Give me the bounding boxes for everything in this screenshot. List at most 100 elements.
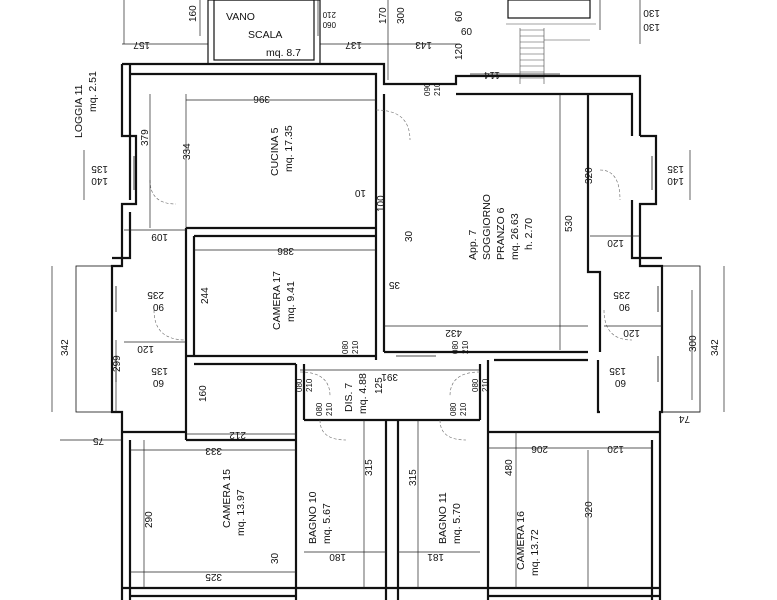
dim-60-r: 60 bbox=[614, 377, 626, 388]
dim-391: 391 bbox=[381, 371, 398, 382]
dim-10: 10 bbox=[354, 187, 366, 198]
soggiorno-name2: PRANZO 6 bbox=[495, 207, 507, 260]
soggiorno-app: App. 7 bbox=[467, 229, 479, 260]
dim-210-a: 210 bbox=[322, 10, 336, 19]
dim-080-f: 080 bbox=[449, 402, 458, 416]
bagno11-area: mq. 5.70 bbox=[451, 503, 463, 544]
dim-30-a: 30 bbox=[404, 230, 415, 242]
loggia11-area: mq. 2.51 bbox=[87, 71, 99, 112]
windows bbox=[75, 156, 701, 589]
dim-325: 325 bbox=[205, 571, 222, 582]
dim-60-top: 60 bbox=[454, 10, 465, 22]
vano-label: VANO bbox=[226, 11, 255, 23]
vano-area: mq. 8.7 bbox=[266, 47, 301, 59]
dim-120-top: 120 bbox=[454, 43, 465, 60]
bagno10-area: mq. 5.67 bbox=[321, 503, 333, 544]
dim-300-top: 300 bbox=[396, 7, 407, 24]
top-area: VANO SCALA mq. 8.7 157 160 210 060 137 1… bbox=[122, 0, 660, 96]
camera15-area: mq. 13.97 bbox=[235, 489, 247, 536]
dim-180: 180 bbox=[329, 551, 346, 562]
camera16-area: mq. 13.72 bbox=[529, 529, 541, 576]
dim-140-l: 140 bbox=[91, 175, 108, 186]
dimension-labels: 396 379 334 135 140 10 100 109 30 386 35… bbox=[60, 93, 721, 582]
dimension-lines bbox=[51, 94, 725, 588]
dim-135-r2: 135 bbox=[609, 365, 626, 376]
dim-432: 432 bbox=[445, 327, 462, 338]
scala-label: SCALA bbox=[248, 29, 282, 41]
dim-320-b: 320 bbox=[584, 501, 595, 518]
bagno10-name: BAGNO 10 bbox=[307, 491, 319, 544]
dim-480: 480 bbox=[504, 459, 515, 476]
soggiorno-name1: SOGGIORNO bbox=[481, 194, 493, 260]
dim-181: 181 bbox=[427, 551, 444, 562]
dim-212: 212 bbox=[229, 429, 246, 440]
dim-140-r: 140 bbox=[667, 175, 684, 186]
walls bbox=[110, 62, 664, 600]
dis7-name: DIS. 7 bbox=[343, 383, 355, 412]
dim-334: 334 bbox=[182, 143, 193, 160]
dim-333: 333 bbox=[205, 445, 222, 456]
dim-342-r: 342 bbox=[710, 339, 721, 356]
dim-130-b: 130 bbox=[643, 21, 660, 32]
camera17-name: CAMERA 17 bbox=[271, 271, 283, 330]
dim-080-a: 080 bbox=[341, 340, 350, 354]
dim-30-b: 30 bbox=[270, 552, 281, 564]
dim-244: 244 bbox=[200, 287, 211, 304]
dim-210-c: 210 bbox=[351, 340, 360, 354]
dim-120-r2: 120 bbox=[623, 327, 640, 338]
dis7-area: mq. 4.88 bbox=[357, 373, 369, 414]
dim-09: 09 bbox=[460, 25, 472, 36]
dim-35: 35 bbox=[388, 279, 400, 290]
soggiorno-height: h. 2.70 bbox=[523, 218, 535, 250]
bagno11-name: BAGNO 11 bbox=[437, 492, 449, 544]
dim-90-l: 90 bbox=[152, 301, 164, 312]
dim-210-d: 210 bbox=[461, 340, 470, 354]
dim-157: 157 bbox=[133, 39, 150, 50]
camera16-name: CAMERA 16 bbox=[515, 511, 527, 570]
dim-100: 100 bbox=[376, 195, 387, 212]
dim-315-b: 315 bbox=[408, 469, 419, 486]
dim-120-r3: 120 bbox=[607, 443, 624, 454]
dim-135-r: 135 bbox=[667, 163, 684, 174]
dim-120-l: 120 bbox=[137, 343, 154, 354]
dim-235-r: 235 bbox=[613, 289, 630, 300]
camera15-name: CAMERA 15 bbox=[221, 469, 233, 528]
dim-120-r1: 120 bbox=[607, 237, 624, 248]
dim-210-f: 210 bbox=[481, 378, 490, 392]
dim-080-e: 080 bbox=[315, 402, 324, 416]
dim-160-top: 160 bbox=[188, 5, 199, 22]
dim-080-c: 080 bbox=[295, 378, 304, 392]
dim-130-a: 130 bbox=[643, 7, 660, 18]
room-labels: LOGGIA 11 mq. 2.51 CUCINA 5 mq. 17.35 Ap… bbox=[73, 71, 541, 576]
dim-74: 74 bbox=[678, 413, 690, 424]
stair-steps bbox=[506, 0, 596, 84]
dim-210-b: 210 bbox=[433, 82, 442, 96]
dim-060-a: 060 bbox=[322, 20, 336, 29]
dim-210-e: 210 bbox=[305, 378, 314, 392]
dim-090-a: 090 bbox=[423, 82, 432, 96]
dim-210-h: 210 bbox=[459, 402, 468, 416]
dim-160-mid: 160 bbox=[198, 385, 209, 402]
dim-135-l2: 135 bbox=[151, 365, 168, 376]
vano-scala-box bbox=[213, 0, 315, 61]
dim-386: 386 bbox=[277, 245, 294, 256]
dim-135-l: 135 bbox=[91, 163, 108, 174]
soggiorno-area: mq. 26.63 bbox=[509, 213, 521, 260]
dim-109: 109 bbox=[151, 231, 168, 242]
dim-206: 206 bbox=[531, 443, 548, 454]
dim-210-g: 210 bbox=[325, 402, 334, 416]
dim-290: 290 bbox=[144, 511, 155, 528]
cucina5-area: mq. 17.35 bbox=[283, 125, 295, 172]
dim-170: 170 bbox=[378, 7, 389, 24]
dim-530: 530 bbox=[564, 215, 575, 232]
loggia11-name: LOGGIA 11 bbox=[73, 84, 85, 138]
doors bbox=[149, 109, 633, 441]
dim-143: 143 bbox=[415, 39, 432, 50]
dim-60-l: 60 bbox=[152, 377, 164, 388]
dim-396: 396 bbox=[253, 93, 270, 104]
dim-080-b: 080 bbox=[451, 340, 460, 354]
dim-114: 114 bbox=[484, 69, 500, 80]
dim-342-l: 342 bbox=[60, 339, 71, 356]
dim-315-a: 315 bbox=[364, 459, 375, 476]
